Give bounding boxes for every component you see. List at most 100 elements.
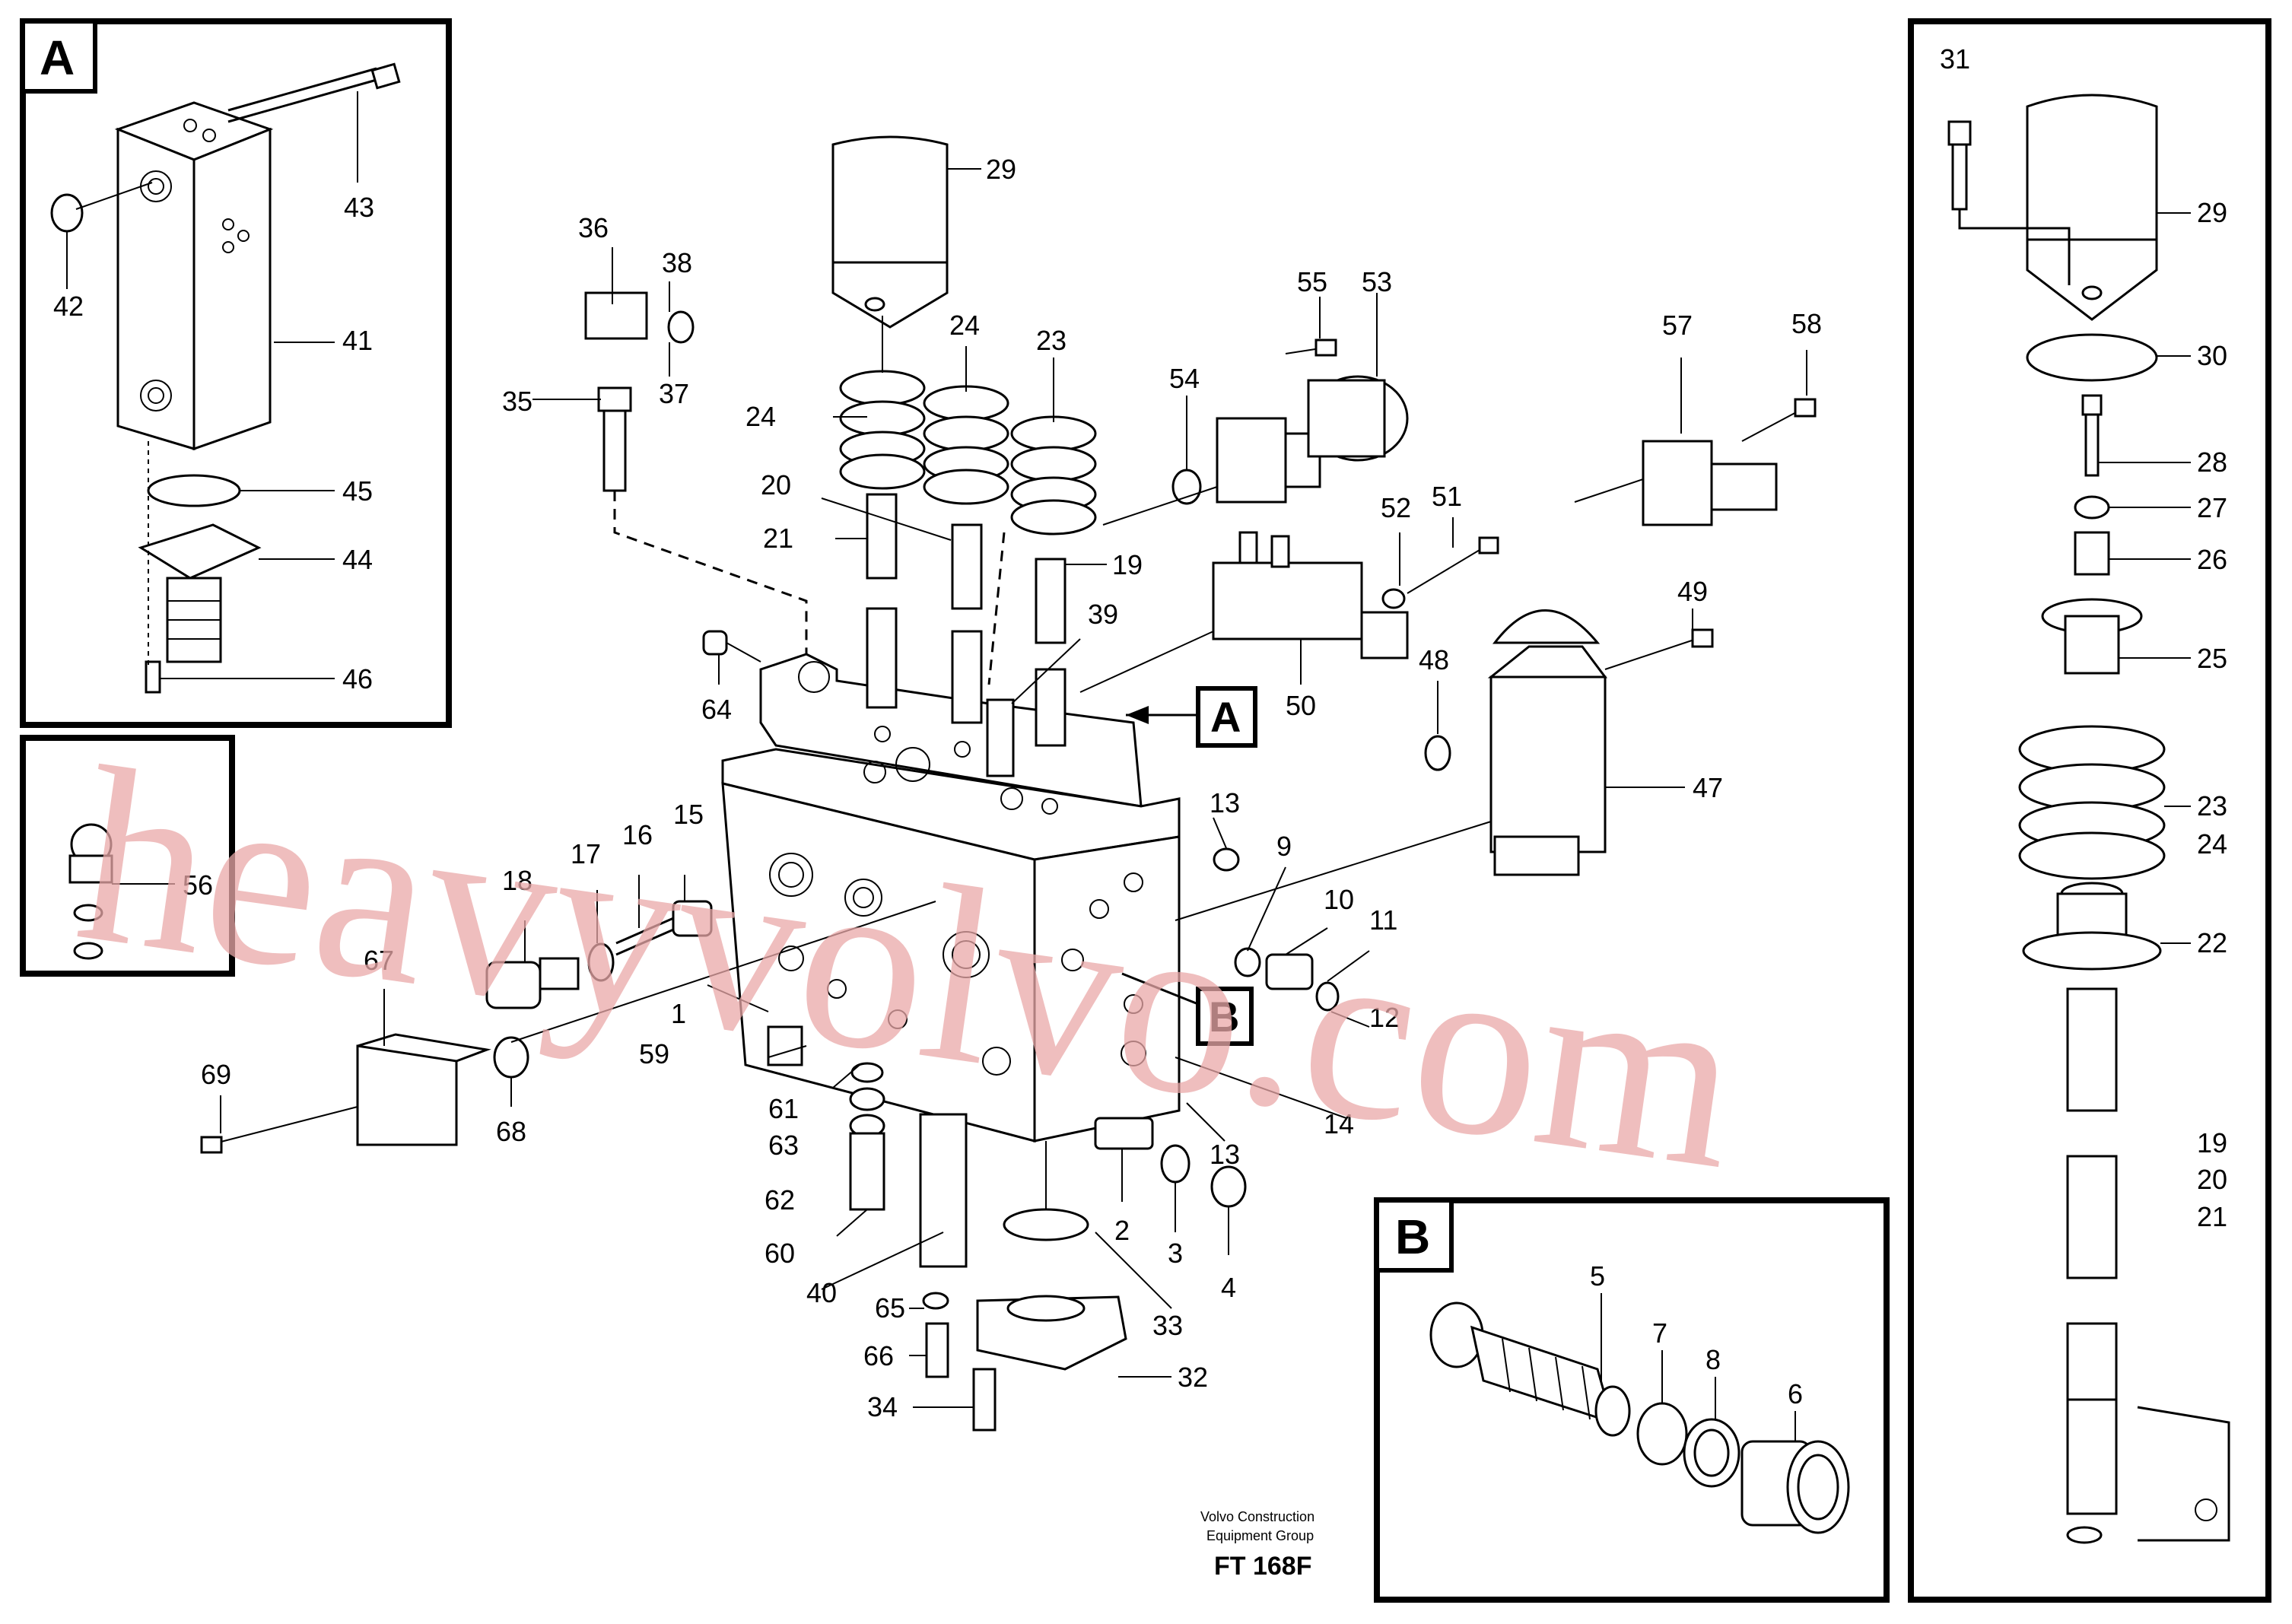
- fitting-35-36: [584, 291, 1006, 685]
- block-57: [1574, 350, 1817, 526]
- part-number-12: 12: [1369, 1002, 1400, 1033]
- part-number-44: 44: [342, 544, 373, 575]
- part-number-49: 49: [1677, 576, 1708, 607]
- part-number-20-detail: 20: [2197, 1164, 2227, 1195]
- part-number-68: 68: [496, 1116, 526, 1147]
- part-number-48: 48: [1419, 644, 1449, 675]
- part-number-45: 45: [342, 475, 373, 507]
- part-number-15: 15: [673, 799, 704, 830]
- part-number-5: 5: [1590, 1260, 1605, 1292]
- part-number-37: 37: [659, 378, 689, 409]
- part-number-9: 9: [1276, 831, 1292, 862]
- part-number-60: 60: [765, 1238, 795, 1269]
- block-67: [200, 901, 936, 1154]
- part-number-46: 46: [342, 663, 373, 694]
- part-number-38: 38: [662, 247, 692, 278]
- callout-a-label: A: [1210, 693, 1241, 741]
- part-number-39: 39: [1088, 599, 1118, 630]
- credit-line-2: Equipment Group: [1206, 1528, 1314, 1543]
- part-number-21-detail: 21: [2197, 1201, 2227, 1232]
- inset-b-panel: B 5 7 8 6: [1374, 1197, 1890, 1603]
- part-number-29-detail: 29: [2197, 197, 2227, 228]
- part-number-63: 63: [768, 1130, 799, 1161]
- spring-24-left: [839, 370, 926, 490]
- part-number-3: 3: [1168, 1238, 1183, 1269]
- part-number-23: 23: [1036, 325, 1067, 356]
- part-number-11: 11: [1369, 904, 1397, 936]
- part-number-8: 8: [1705, 1344, 1721, 1375]
- spool-part: [1470, 1325, 1631, 1437]
- fitting-9-14: [1175, 817, 1370, 1142]
- valve-block-part: [114, 101, 274, 451]
- part-number-31: 31: [1940, 43, 1970, 75]
- part-number-65: 65: [875, 1292, 905, 1324]
- bottom-fittings: [767, 1025, 1127, 1432]
- part-number-58: 58: [1791, 308, 1822, 339]
- part-number-42: 42: [53, 291, 84, 322]
- callout-a: A: [1126, 686, 1257, 748]
- part-number-23-detail: 23: [2197, 790, 2227, 822]
- flange-part: [138, 523, 262, 663]
- part-number-43: 43: [344, 192, 374, 223]
- part-number-66: 66: [863, 1340, 894, 1371]
- main-leader-lines: [532, 247, 1172, 1408]
- right-detail-panel: 31 29 30 28 27 26 25 23 24 22 19 20 21: [1908, 18, 2271, 1603]
- callout-b-label: B: [1209, 993, 1239, 1041]
- part-number-18: 18: [502, 865, 532, 896]
- part-number-32: 32: [1178, 1362, 1208, 1393]
- part-number-19-detail: 19: [2197, 1127, 2227, 1158]
- part-number-25: 25: [2197, 643, 2227, 674]
- part-number-64: 64: [701, 694, 732, 725]
- part-number-51: 51: [1432, 481, 1462, 512]
- credit-line-1: Volvo Construction: [1200, 1509, 1314, 1524]
- part-number-27: 27: [2197, 492, 2227, 523]
- plug-part: [1740, 1440, 1850, 1534]
- part-number-41: 41: [342, 325, 373, 356]
- part-number-17: 17: [571, 838, 601, 869]
- part-number-59: 59: [639, 1038, 669, 1069]
- part-number-69: 69: [201, 1059, 231, 1090]
- part-number-30: 30: [2197, 340, 2227, 371]
- part-number-24-detail: 24: [2197, 828, 2227, 860]
- part-number-57: 57: [1662, 310, 1693, 341]
- fitting-2-3-4: [1094, 1117, 1247, 1255]
- part-number-62: 62: [765, 1184, 795, 1216]
- part-number-67: 67: [364, 945, 394, 976]
- part-number-6: 6: [1788, 1378, 1803, 1409]
- part-number-47: 47: [1693, 772, 1723, 803]
- spring-24-mid: [923, 385, 1009, 505]
- part-number-13-top: 13: [1210, 787, 1240, 818]
- part-number-28: 28: [2197, 447, 2227, 478]
- part-number-10: 10: [1324, 884, 1354, 915]
- part-number-21: 21: [763, 523, 793, 554]
- part-number-19: 19: [1112, 549, 1143, 580]
- part-number-52: 52: [1381, 492, 1411, 523]
- spring-23: [1010, 415, 1097, 536]
- part-number-61: 61: [768, 1093, 799, 1124]
- valve-50: [1079, 517, 1499, 693]
- spring-part: [2018, 725, 2166, 880]
- part-number-4: 4: [1221, 1272, 1236, 1303]
- valve-47: [1175, 609, 1714, 921]
- inset-a-panel: A: [20, 18, 452, 728]
- part-number-26: 26: [2197, 544, 2227, 575]
- part-number-33: 33: [1152, 1310, 1183, 1341]
- part-number-35: 35: [502, 386, 532, 417]
- figure-id: FT 168F: [1214, 1552, 1311, 1581]
- part-number-50: 50: [1286, 690, 1316, 721]
- inset-56-panel: 56: [20, 735, 235, 977]
- solenoid-cap-main: [831, 135, 981, 329]
- part-number-1: 1: [671, 998, 686, 1029]
- part-number-29: 29: [986, 154, 1016, 185]
- part-number-24-mid: 24: [949, 310, 980, 341]
- part-number-54: 54: [1169, 363, 1200, 394]
- part-number-55: 55: [1297, 266, 1327, 297]
- part-number-13-bottom: 13: [1210, 1139, 1240, 1170]
- part-number-14: 14: [1324, 1108, 1354, 1139]
- solenoid-cap-part: [2026, 94, 2158, 321]
- part-number-24-left: 24: [745, 401, 776, 432]
- relief-chain-left: [485, 875, 713, 1009]
- part-number-56: 56: [183, 869, 213, 901]
- actuator-53: [1102, 293, 1409, 526]
